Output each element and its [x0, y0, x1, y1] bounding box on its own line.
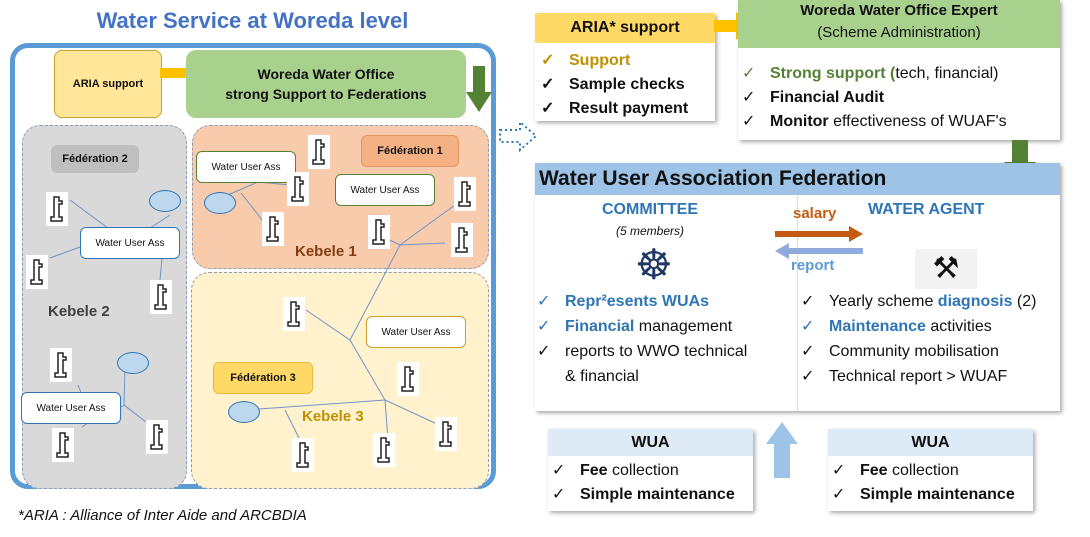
water-tap-icon	[292, 438, 314, 472]
wua-item: ✓Fee collection	[832, 462, 959, 479]
wwo-card-subtitle: (Scheme Administration)	[817, 24, 981, 41]
down-arrow-icon	[466, 66, 492, 112]
wwo-item: ✓Financial Audit	[742, 89, 885, 106]
water-tap-icon	[435, 417, 457, 451]
aria-support-card: ARIA* support ✓Support ✓Sample checks ✓R…	[535, 13, 715, 121]
wua-box: Water User Ass	[80, 227, 180, 259]
salary-arrow	[775, 226, 863, 242]
wua-card-title: WUA	[828, 429, 1033, 456]
federation-3-label: Fédération 3	[213, 362, 313, 394]
footnote: *ARIA : Alliance of Inter Aide and ARCBD…	[18, 507, 307, 524]
kebele-2-label: Kebele 2	[48, 303, 110, 320]
salary-label: salary	[793, 205, 837, 222]
water-tap-icon	[373, 433, 395, 467]
wua-box: Water User Ass	[366, 316, 466, 348]
agent-title: WATER AGENT	[868, 201, 985, 218]
helm-icon: ☸	[635, 241, 673, 288]
federation-card: Water User Association Federation COMMIT…	[535, 163, 1060, 411]
committee-subtitle: (5 members)	[615, 224, 684, 238]
wua-card: WUA ✓Fee collection ✓Simple maintenance	[828, 429, 1033, 511]
wua-card: WUA ✓Fee collection ✓Simple maintenance	[548, 429, 753, 511]
water-source-icon	[204, 192, 236, 214]
water-tap-icon	[368, 215, 390, 249]
committee-item: ✓reports to WWO technical	[537, 343, 748, 360]
aria-item: ✓Sample checks	[541, 76, 685, 93]
wwo-item: ✓Monitor effectiveness of WUAF's	[742, 113, 1007, 130]
water-source-icon	[149, 190, 181, 212]
wua-box: Water User Ass	[335, 174, 435, 206]
report-arrow	[775, 243, 863, 259]
left-title: Water Service at Woreda level	[96, 8, 409, 33]
aria-support-box: ARIA support	[54, 50, 162, 118]
kebele-1-label: Kebele 1	[295, 243, 357, 260]
wua-card-title: WUA	[548, 429, 753, 456]
water-tap-icon	[262, 212, 284, 246]
agent-item: ✓Yearly scheme diagnosis (2)	[801, 293, 1037, 310]
wua-item: ✓Fee collection	[552, 462, 679, 479]
agent-item: ✓Community mobilisation	[801, 343, 999, 360]
water-tap-icon	[451, 223, 473, 257]
wwo-expert-card: Woreda Water Office Expert (Scheme Admini…	[738, 0, 1060, 140]
federation-card-title: Water User Association Federation	[535, 163, 1060, 195]
wua-item: ✓Simple maintenance	[552, 486, 735, 503]
water-tap-icon	[397, 362, 419, 396]
federation-1-label: Fédération 1	[361, 135, 459, 167]
woreda-line-2: strong Support to Federations	[225, 86, 427, 102]
committee-item: ✓Financial management	[537, 318, 733, 335]
woreda-office-box: Woreda Water Office strong Support to Fed…	[186, 50, 466, 118]
aria-card-title: ARIA* support	[535, 13, 715, 43]
wua-box: Water User Ass	[196, 151, 296, 183]
federation-2-label: Fédération 2	[51, 145, 139, 173]
report-label: report	[791, 257, 835, 274]
committee-title: COMMITTEE	[602, 201, 698, 218]
wwo-card-title: Woreda Water Office Expert	[800, 2, 998, 19]
water-tap-icon	[50, 348, 72, 382]
water-tap-icon	[146, 420, 168, 454]
water-tap-icon	[150, 280, 172, 314]
woreda-line-1: Woreda Water Office	[257, 66, 395, 82]
tools-icon: ⚒	[915, 249, 977, 289]
pipe-network	[49, 163, 456, 441]
committee-item: ✓Repr²esents WUAs	[537, 293, 710, 310]
water-tap-icon	[26, 255, 48, 289]
water-source-icon	[117, 352, 149, 374]
water-tap-icon	[283, 297, 305, 331]
kebele-3-area	[191, 272, 489, 489]
wua-item: ✓Simple maintenance	[832, 486, 1015, 503]
kebele-3-label: Kebele 3	[302, 408, 364, 425]
agent-item: ✓Technical report > WUAF	[801, 368, 1008, 385]
water-tap-icon	[287, 172, 309, 206]
committee-item: & financial	[565, 368, 639, 385]
water-tap-icon	[46, 192, 68, 226]
wwo-item: ✓Strong support (tech, financial)	[742, 65, 999, 82]
water-source-icon	[228, 401, 260, 423]
water-tap-icon	[454, 177, 476, 211]
aria-item: ✓Support	[541, 52, 631, 69]
wua-box: Water User Ass	[21, 392, 121, 424]
water-tap-icon	[308, 135, 330, 169]
aria-item: ✓Result payment	[541, 100, 689, 117]
dotted-arrow-icon	[499, 119, 538, 153]
agent-item: ✓Maintenance activities	[801, 318, 992, 335]
water-tap-icon	[52, 428, 74, 462]
up-arrow-icon	[766, 422, 798, 478]
